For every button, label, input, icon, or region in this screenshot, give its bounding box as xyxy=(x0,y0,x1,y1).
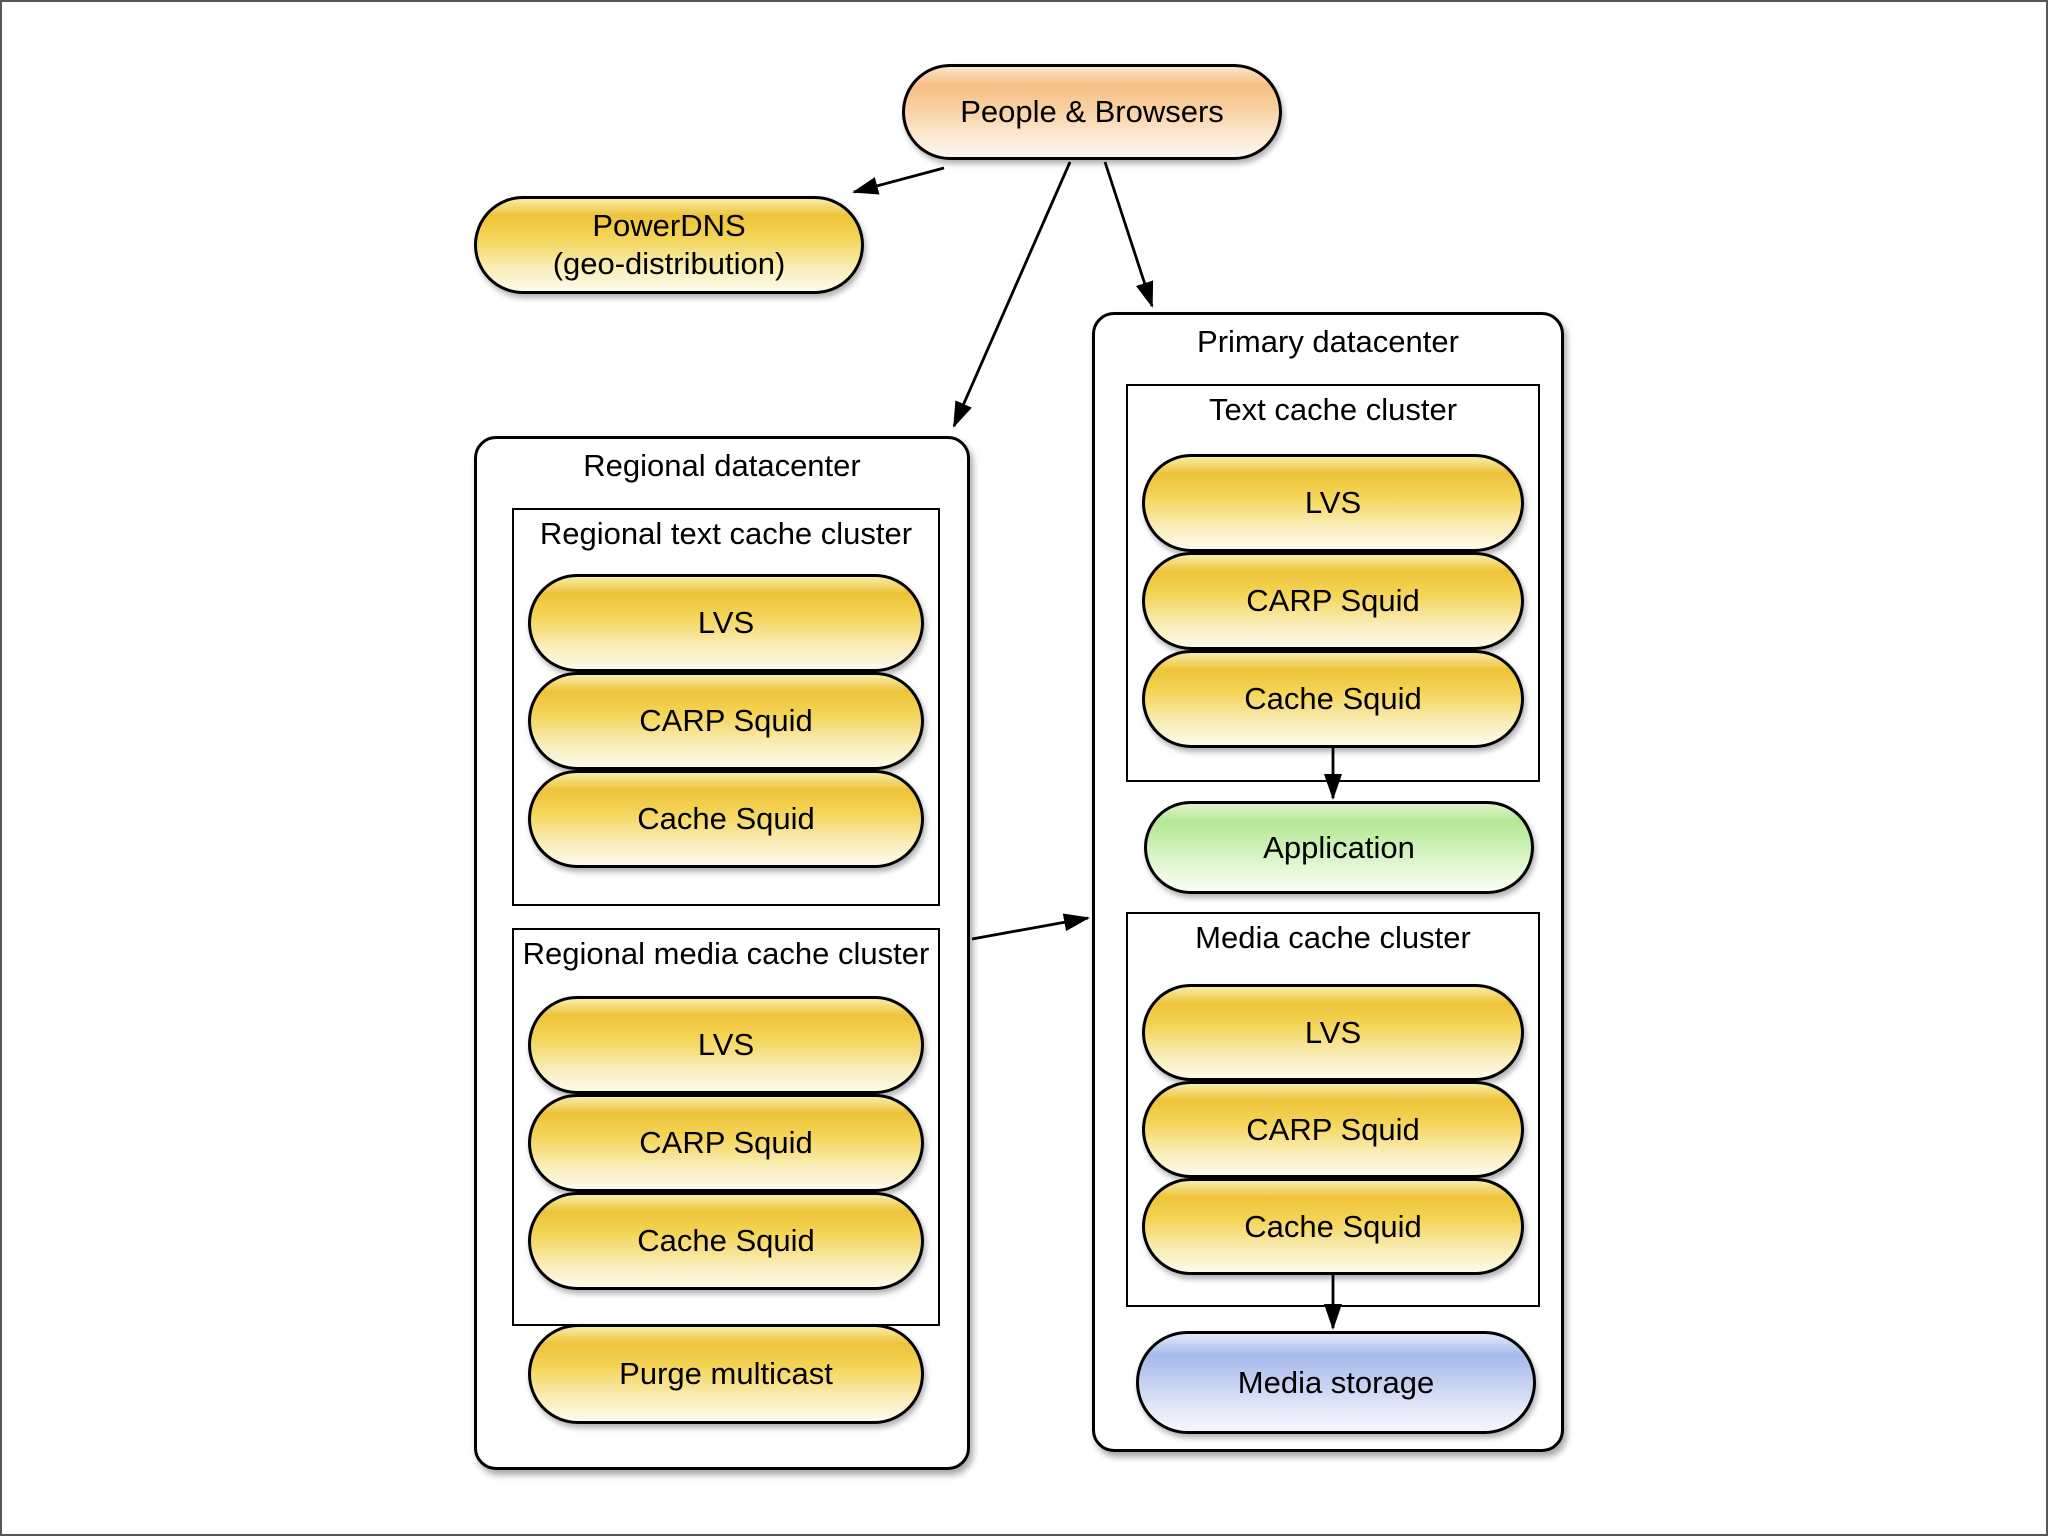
primary-datacenter-title: Primary datacenter xyxy=(1197,324,1459,359)
edge-regional-to-primary-datacenter xyxy=(971,913,1090,941)
node-powerdns: PowerDNS (geo-distribution) xyxy=(474,196,864,294)
node-purge-multicast: Purge multicast xyxy=(528,1324,924,1424)
regional-datacenter-title: Regional datacenter xyxy=(583,448,861,483)
node-regional-text-carp-squid: CARP Squid xyxy=(528,672,924,770)
node-primary-text-lvs: LVS xyxy=(1142,454,1524,552)
node-people-browsers: People & Browsers xyxy=(902,64,1282,160)
primary-media-cache-cluster-title: Media cache cluster xyxy=(1195,920,1471,955)
powerdns-label-line1: PowerDNS xyxy=(592,208,746,243)
node-primary-text-carp-squid: CARP Squid xyxy=(1142,552,1524,650)
node-regional-media-cache-squid: Cache Squid xyxy=(528,1192,924,1290)
regional-text-cache-cluster-title: Regional text cache cluster xyxy=(539,516,913,551)
node-primary-media-cache-squid: Cache Squid xyxy=(1142,1178,1524,1275)
primary-text-cache-cluster-title: Text cache cluster xyxy=(1208,392,1458,427)
node-primary-media-lvs: LVS xyxy=(1142,984,1524,1081)
node-primary-media-carp-squid: CARP Squid xyxy=(1142,1081,1524,1178)
node-primary-text-cache-squid: Cache Squid xyxy=(1142,650,1524,748)
edge-people-to-primary-datacenter xyxy=(1103,161,1154,308)
edge-people-to-regional-datacenter xyxy=(952,161,1072,428)
node-regional-text-cache-squid: Cache Squid xyxy=(528,770,924,868)
edge-people-to-powerdns xyxy=(852,166,945,195)
node-regional-text-lvs: LVS xyxy=(528,574,924,672)
node-regional-media-carp-squid: CARP Squid xyxy=(528,1094,924,1192)
node-application: Application xyxy=(1144,801,1534,894)
powerdns-label-line2: (geo-distribution) xyxy=(552,246,786,281)
node-media-storage: Media storage xyxy=(1136,1331,1536,1434)
node-regional-media-lvs: LVS xyxy=(528,996,924,1094)
regional-media-cache-cluster-title: Regional media cache cluster xyxy=(522,936,930,971)
